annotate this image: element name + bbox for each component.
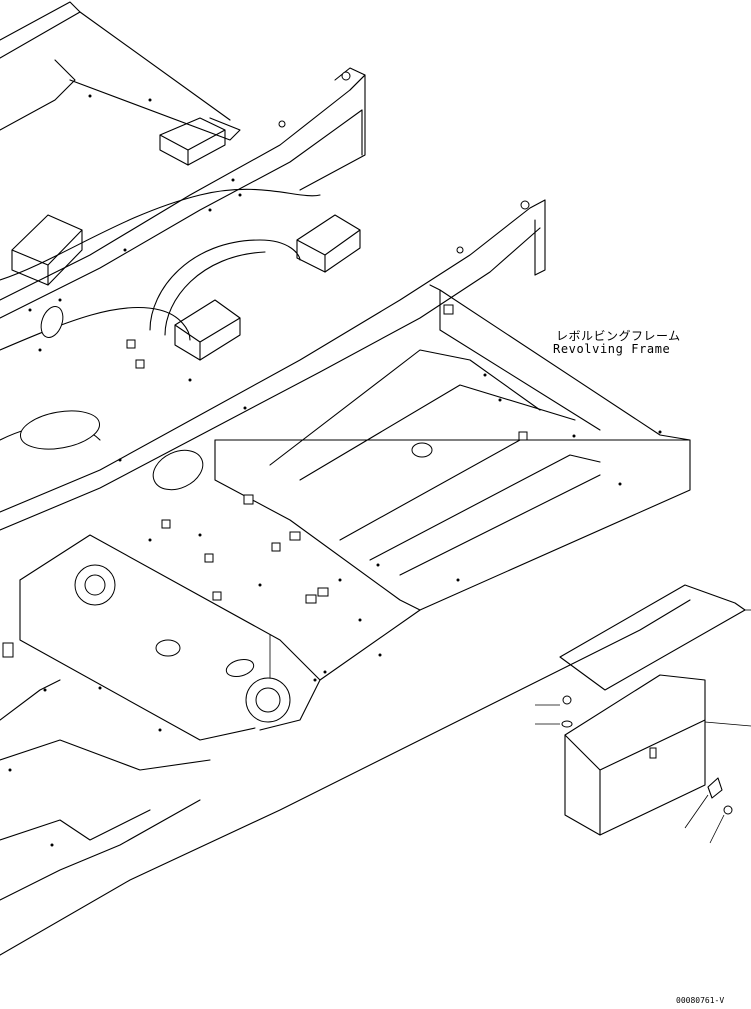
cover-plate: [559, 584, 746, 691]
bolt-hole-dots: [8, 94, 662, 847]
nut: [723, 805, 733, 815]
drawing-code: 00080761-V: [676, 996, 725, 1005]
bolt-head: [562, 695, 572, 705]
washer: [561, 720, 573, 728]
revolving-frame-drawing: [0, 1, 691, 956]
part-label-japanese: レボルビングフレーム: [556, 329, 681, 343]
box-body: [564, 674, 706, 836]
toolbox-parts: [535, 584, 751, 844]
part-label-english: Revolving Frame: [553, 342, 671, 356]
latch: [707, 777, 723, 799]
